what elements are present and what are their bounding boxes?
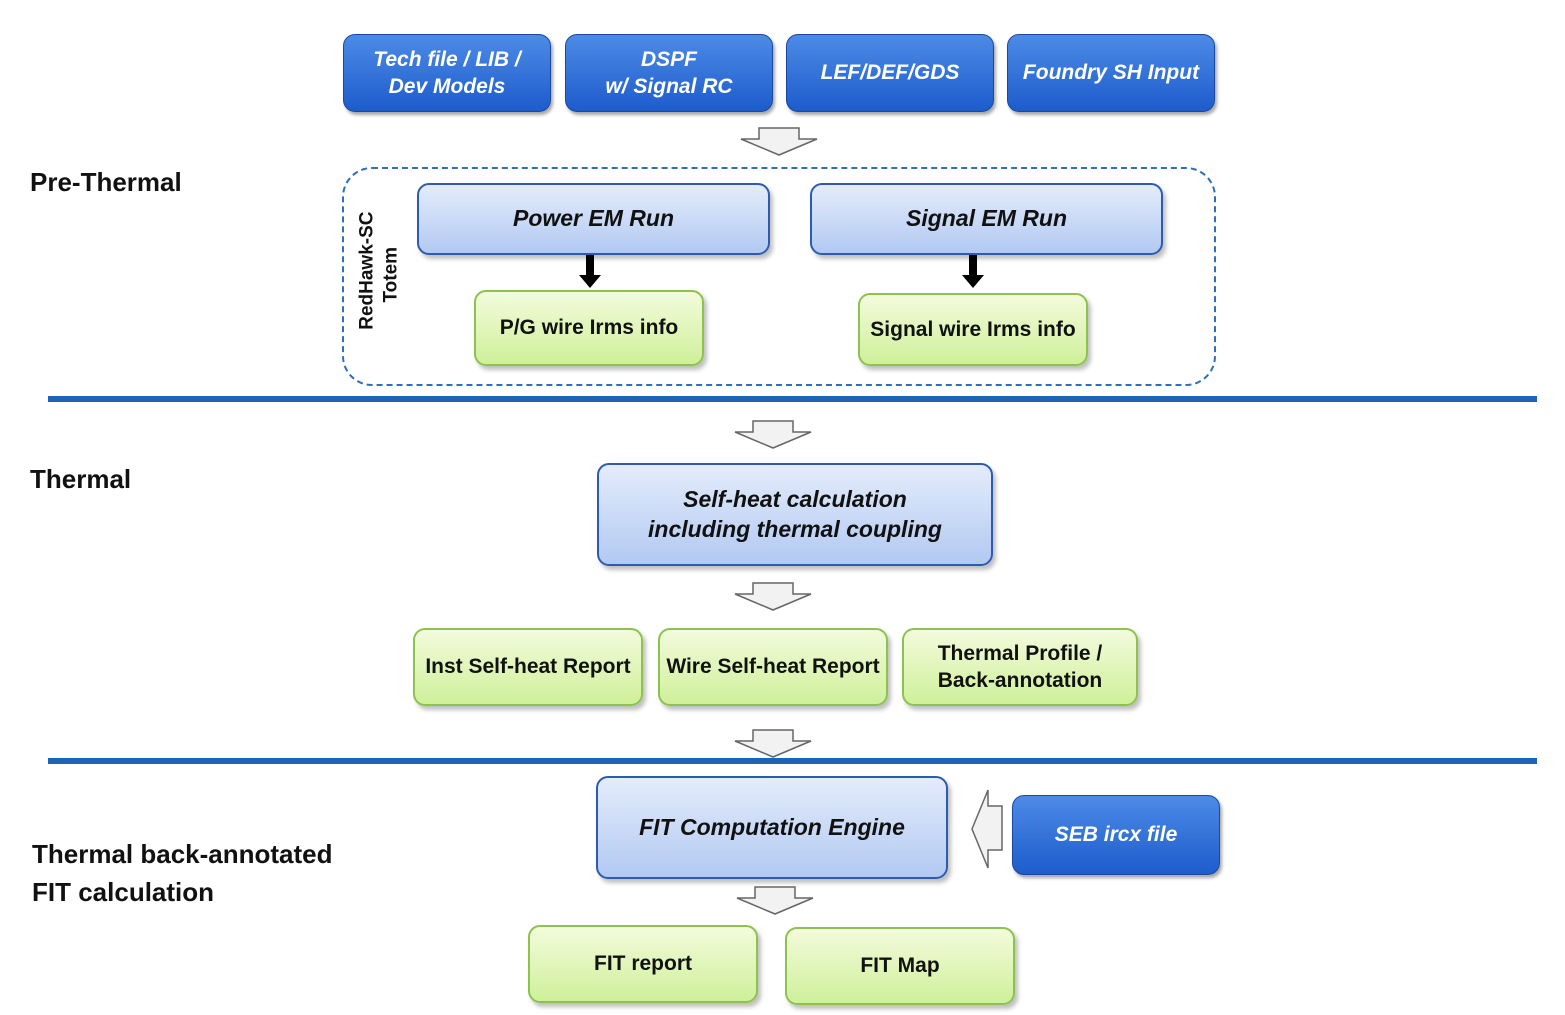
fit-report-box: FIT report [528,925,758,1003]
signal-wire-irms-box: Signal wire Irms info [858,293,1088,366]
signal-em-run-box: Signal EM Run [810,183,1163,255]
input-tech-file-line2: Dev Models [388,75,506,98]
input-foundry-sh: Foundry SH Input [1007,34,1215,112]
input-dspf: DSPF w/ Signal RC [565,34,773,112]
stage-separator-2 [48,758,1537,764]
stage-label-thermal: Thermal [30,464,132,494]
pg-wire-irms-box: P/G wire Irms info [474,290,704,366]
inst-selfheat-report-box: Inst Self-heat Report [413,628,643,706]
selfheat-line1: Self-heat calculation [683,485,907,512]
stage-label-fit-line2: FIT calculation [32,876,215,907]
input-dspf-line2: w/ Signal RC [605,75,733,98]
selfheat-line2: including thermal coupling [648,515,942,542]
stage-label-fit-line1: Thermal back-annotated [32,839,333,869]
input-lef-def-gds: LEF/DEF/GDS [786,34,994,112]
flow-arrow-to-selfheat [734,420,812,449]
tool-group-redhawk-totem [342,167,1216,386]
power-em-run-box: Power EM Run [417,183,770,255]
flow-arrow-to-fit [734,729,812,758]
thermal-profile-line1: Thermal Profile / [937,641,1103,665]
input-tech-file-line1: Tech file / LIB / [373,47,521,71]
tool-group-label-line1: RedHawk-SC [356,211,378,330]
fit-computation-engine-box: FIT Computation Engine [596,776,948,879]
flow-arrow-to-fit-outputs [736,886,814,915]
flow-arrow-to-reports [734,582,812,611]
power-em-arrow [579,255,601,288]
fit-map-box: FIT Map [785,927,1015,1005]
selfheat-calculation-box: Self-heat calculation including thermal c… [597,463,993,566]
flow-arrow-inputs [740,127,818,156]
input-tech-file: Tech file / LIB / Dev Models [343,34,551,112]
signal-em-arrow [962,255,984,288]
thermal-profile-box: Thermal Profile / Back-annotation [902,628,1138,706]
wire-selfheat-report-box: Wire Self-heat Report [658,628,888,706]
seb-ircx-file-box: SEB ircx file [1012,795,1220,875]
tool-group-label: RedHawk-SC Totem [355,211,403,330]
stage-label-fit: Thermal back-annotated FIT calculation [32,836,333,911]
thermal-profile-line2: Back-annotation [937,669,1103,692]
tool-group-label-line2: Totem [380,246,401,303]
seb-input-arrow [971,789,1003,869]
input-dspf-line1: DSPF [640,47,697,71]
stage-separator-1 [48,396,1537,402]
stage-label-pre-thermal: Pre-Thermal [30,167,182,197]
